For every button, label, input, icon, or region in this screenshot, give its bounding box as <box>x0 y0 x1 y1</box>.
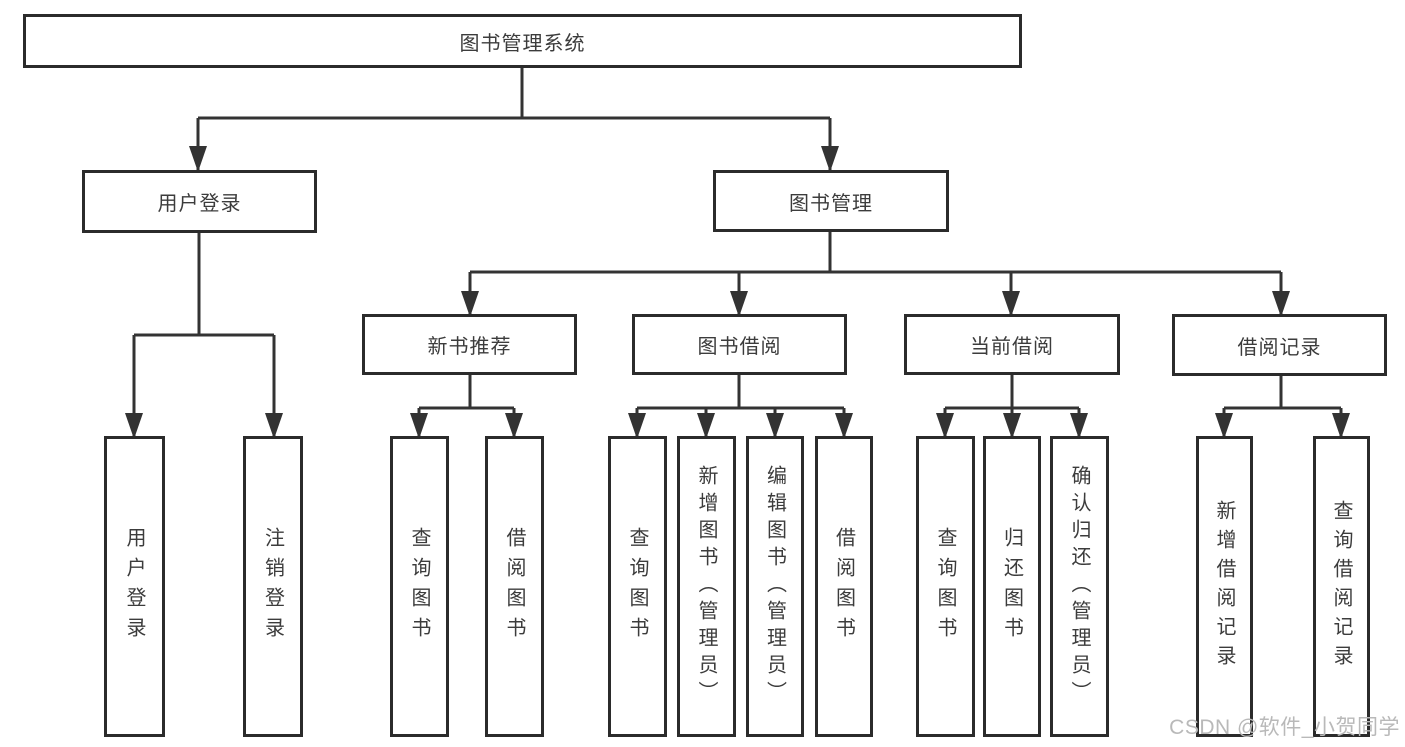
leaf-query-borrow-record: 查询借阅记录 <box>1313 436 1370 737</box>
arrowheads <box>125 146 1350 439</box>
leaf-borrow-books-recommend: 借阅图书 <box>485 436 544 737</box>
node-new-book-recommend: 新书推荐 <box>362 314 577 375</box>
leaf-add-book-admin: 新增图书（管理员） <box>677 436 736 737</box>
leaf-query-books-recommend: 查询图书 <box>390 436 449 737</box>
leaf-query-books-current: 查询图书 <box>916 436 975 737</box>
connector-newbook-to-leaves <box>417 375 516 437</box>
connector-userlogin-to-leaves <box>132 233 276 437</box>
leaf-logout: 注销登录 <box>243 436 303 737</box>
node-book-borrowing: 图书借阅 <box>632 314 847 375</box>
leaf-user-login: 用户登录 <box>104 436 165 737</box>
connector-records-to-leaves <box>1222 376 1343 437</box>
leaf-return-books: 归还图书 <box>983 436 1041 737</box>
connector-bookborrow-to-leaves <box>635 375 846 437</box>
leaf-borrow-books-borrow: 借阅图书 <box>815 436 873 737</box>
node-borrowing-records: 借阅记录 <box>1172 314 1387 376</box>
leaf-confirm-return-admin: 确认归还（管理员） <box>1050 436 1109 737</box>
leaf-add-borrow-record: 新增借阅记录 <box>1196 436 1253 737</box>
connector-bookmgmt-to-level3 <box>468 232 1283 315</box>
watermark-text: CSDN @软件_小贺同学 <box>1169 716 1400 739</box>
node-book-management: 图书管理 <box>713 170 949 232</box>
leaf-query-books-borrow: 查询图书 <box>608 436 667 737</box>
node-user-login: 用户登录 <box>82 170 317 233</box>
node-current-borrowing: 当前借阅 <box>904 314 1120 375</box>
connector-root-to-level2 <box>196 68 832 170</box>
leaf-edit-book-admin: 编辑图书（管理员） <box>746 436 804 737</box>
node-library-management-system: 图书管理系统 <box>23 14 1022 68</box>
